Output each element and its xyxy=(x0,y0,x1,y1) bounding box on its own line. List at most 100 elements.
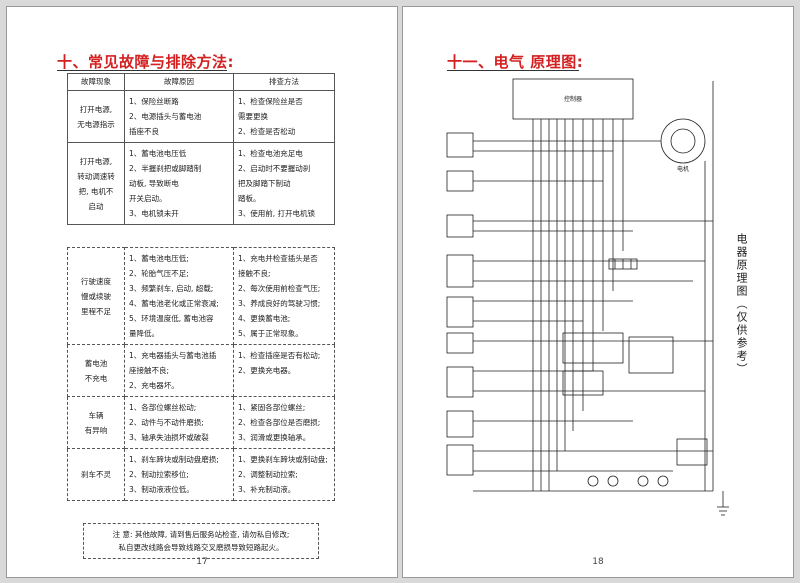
cause-cell-line: 动板, 导致断电 xyxy=(129,179,179,188)
cause-cell-line: 2、轮胎气压不足; xyxy=(129,269,189,278)
fix-cell-line: 5、属于正常现象。 xyxy=(238,329,303,338)
symptom-cell-line: 打开电源, xyxy=(79,156,113,166)
cause-cell-line: 2、充电器坏。 xyxy=(129,381,179,390)
symptom-cell-line: 把, 电机不 xyxy=(78,186,114,196)
cause-cell: 1、刹车蹄块或制动盘磨损; 2、制动拉索移位; 3、制动液液位低。 xyxy=(124,448,234,501)
symptom-cell: 行驶速度慢或续驶里程不足 xyxy=(67,247,125,345)
cause-cell: 1、各部位螺丝松动; 2、动件与不动件磨损; 3、轴承失油损坏或破裂 xyxy=(124,396,234,449)
fix-cell-line: 2、每次使用前检查气压; xyxy=(238,284,321,293)
troubleshooting-table-bottom: 行驶速度慢或续驶里程不足 1、蓄电池电压低; 2、轮胎气压不足; 3、频繁刹车, 启动… xyxy=(67,247,335,501)
symptom-cell-line: 无电源指示 xyxy=(77,119,115,129)
cause-cell-line: 2、半握刹把或脚踏制 xyxy=(129,164,202,173)
page-number-right: 18 xyxy=(592,557,604,567)
cause-cell-line: 1、蓄电池电压低; xyxy=(129,254,189,263)
cause-cell-line: 1、刹车蹄块或制动盘磨损; xyxy=(129,455,219,464)
fix-cell-line: 2、调整制动拉索; xyxy=(238,470,298,479)
symptom-cell: 刹车不灵 xyxy=(67,448,125,501)
cause-cell: 1、充电器插头与蓄电池插 座接触不良; 2、充电器坏。 xyxy=(124,344,234,397)
cause-cell-line: 2、动件与不动件磨损; xyxy=(129,418,204,427)
motor-label: 电机 xyxy=(677,165,689,173)
cause-cell-line: 3、电机锁未开 xyxy=(129,209,179,218)
fix-cell-line: 3、补充制动液。 xyxy=(238,485,296,494)
left-page: 十、常见故障与排除方法: 故障现象 故障原因 排查方法 打开电源, 无电源指示 1、… xyxy=(6,6,398,578)
fix-cell-line: 1、检查电池充足电 xyxy=(238,149,303,158)
table-row: 打开电源, 转动调速转把, 电机不启动 1、蓄电池电压低 2、半握刹把或脚踏制 动板,… xyxy=(67,142,335,225)
fix-cell: 1、检查保险丝是否 需要更换 2、检查是否松动 xyxy=(233,90,335,143)
cause-cell: 1、蓄电池电压低; 2、轮胎气压不足; 3、频繁刹车, 启动, 超载; 4、蓄电池老化… xyxy=(124,247,234,345)
header-cause: 故障原因 xyxy=(124,73,234,91)
cause-cell-line: 2、电源插头与蓄电池 xyxy=(129,112,202,121)
cause-cell-line: 1、各部位螺丝松动; xyxy=(129,403,197,412)
heading-underline xyxy=(447,70,579,71)
table-row: 打开电源, 无电源指示 1、保险丝断路 2、电源插头与蓄电池 插座不良 1、检查保险丝是… xyxy=(67,90,335,143)
cause-cell: 1、蓄电池电压低 2、半握刹把或脚踏制 动板, 导致断电 开关启动。 3、电机锁未开 xyxy=(124,142,234,225)
symptom-cell: 蓄电池不充电 xyxy=(67,344,125,397)
fix-cell-line: 接触不良; xyxy=(238,269,271,278)
cause-cell-line: 3、频繁刹车, 启动, 超载; xyxy=(129,284,214,293)
cause-cell-line: 3、轴承失油损坏或破裂 xyxy=(129,433,209,442)
symptom-cell: 打开电源, 转动调速转把, 电机不启动 xyxy=(67,142,125,225)
cause-cell-line: 量降低。 xyxy=(129,329,159,338)
cause-cell: 1、保险丝断路 2、电源插头与蓄电池 插座不良 xyxy=(124,90,234,143)
fix-cell-line: 3、养成良好的驾驶习惯; xyxy=(238,299,321,308)
fix-cell-line: 1、充电并检查插头是否 xyxy=(238,254,318,263)
cause-cell-line: 1、蓄电池电压低 xyxy=(129,149,187,158)
table-row: 蓄电池不充电 1、充电器插头与蓄电池插 座接触不良; 2、充电器坏。 1、检查插座是否… xyxy=(67,344,335,397)
cause-cell-line: 5、环境温度低, 蓄电池容 xyxy=(129,314,214,323)
header-fix: 排查方法 xyxy=(233,73,335,91)
note-line: 私自更改线路会导致线路交叉磨损导致短路起火。 xyxy=(118,543,284,552)
fix-cell-line: 踏板。 xyxy=(238,194,261,203)
symptom-cell-line: 慢或续驶 xyxy=(81,291,111,301)
troubleshooting-table-top: 故障现象 故障原因 排查方法 打开电源, 无电源指示 1、保险丝断路 2、电源插头与蓄… xyxy=(67,73,335,225)
schematic-heading: 十一、电气 原理图: xyxy=(447,53,584,71)
fix-cell-line: 1、检查插座是否有松动; xyxy=(238,351,321,360)
heading-underline xyxy=(57,70,227,71)
fix-cell-line: 2、检查是否松动 xyxy=(238,127,296,136)
electrical-schematic: 控制器 电机 xyxy=(446,78,729,516)
cause-cell-line: 2、制动拉索移位; xyxy=(129,470,189,479)
fix-cell-line: 需要更换 xyxy=(238,112,268,121)
symptom-cell-line: 蓄电池 xyxy=(84,358,108,368)
symptom-cell-line: 启动 xyxy=(88,201,104,211)
cause-cell-line: 3、制动液液位低。 xyxy=(129,485,194,494)
fix-cell-line: 2、检查各部位是否磨损; xyxy=(238,418,321,427)
cause-cell-line: 插座不良 xyxy=(129,127,159,136)
fix-cell-line: 2、启动时不要握动刹 xyxy=(238,164,311,173)
cause-cell-line: 座接触不良; xyxy=(129,366,170,375)
fix-cell: 1、充电并检查插头是否 接触不良; 2、每次使用前检查气压; 3、养成良好的驾驶习惯… xyxy=(233,247,335,345)
fix-cell-line: 2、更换充电器。 xyxy=(238,366,296,375)
schematic-vertical-label: 电器原理图（仅供参考） xyxy=(735,233,748,376)
symptom-cell-line: 行驶速度 xyxy=(81,276,111,286)
page-number-left: 17 xyxy=(196,557,208,567)
table-row: 行驶速度慢或续驶里程不足 1、蓄电池电压低; 2、轮胎气压不足; 3、频繁刹车, 启动… xyxy=(67,247,335,345)
symptom-cell-line: 打开电源, xyxy=(79,104,113,114)
fix-cell-line: 1、检查保险丝是否 xyxy=(238,97,303,106)
symptom-cell: 打开电源, 无电源指示 xyxy=(67,90,125,143)
right-page: 十一、电气 原理图: xyxy=(402,6,794,578)
symptom-cell-line: 转动调速转 xyxy=(77,171,115,181)
fix-cell-line: 把及脚踏下制动 xyxy=(238,179,291,188)
cause-cell-line: 1、充电器插头与蓄电池插 xyxy=(129,351,217,360)
fix-cell-line: 1、更换刹车蹄块或制动盘; xyxy=(238,455,328,464)
fix-cell-line: 1、紧固各部位螺丝; xyxy=(238,403,306,412)
symptom-cell-line: 不充电 xyxy=(84,373,108,383)
cause-cell-line: 开关启动。 xyxy=(129,194,167,203)
symptom-cell-line: 里程不足 xyxy=(81,306,111,316)
fix-cell: 1、检查插座是否有松动; 2、更换充电器。 xyxy=(233,344,335,397)
controller-label: 控制器 xyxy=(564,95,582,103)
note-line: 注 意: 其他故障, 请到售后服务站检查, 请勿私自修改; xyxy=(112,530,290,539)
fix-cell: 1、紧固各部位螺丝;2、检查各部位是否磨损;3、润滑或更换轴承。 xyxy=(233,396,335,449)
cause-cell-line: 4、蓄电池老化或正常衰减; xyxy=(129,299,219,308)
warning-note: 注 意: 其他故障, 请到售后服务站检查, 请勿私自修改; 私自更改线路会导致线… xyxy=(83,523,319,559)
fix-cell: 1、更换刹车蹄块或制动盘; 2、调整制动拉索; 3、补充制动液。 xyxy=(233,448,335,501)
table-row: 车辆有异响 1、各部位螺丝松动; 2、动件与不动件磨损; 3、轴承失油损坏或破裂 1、紧… xyxy=(67,396,335,449)
symptom-cell: 车辆有异响 xyxy=(67,396,125,449)
fix-cell-line: 4、更换蓄电池; xyxy=(238,314,291,323)
header-symptom: 故障现象 xyxy=(67,73,125,91)
symptom-cell-line: 刹车不灵 xyxy=(81,470,111,479)
symptom-cell-line: 车辆 xyxy=(88,410,104,420)
symptom-cell-line: 有异响 xyxy=(84,425,108,435)
cause-cell-line: 1、保险丝断路 xyxy=(129,97,179,106)
troubleshooting-heading: 十、常见故障与排除方法: xyxy=(57,53,234,71)
